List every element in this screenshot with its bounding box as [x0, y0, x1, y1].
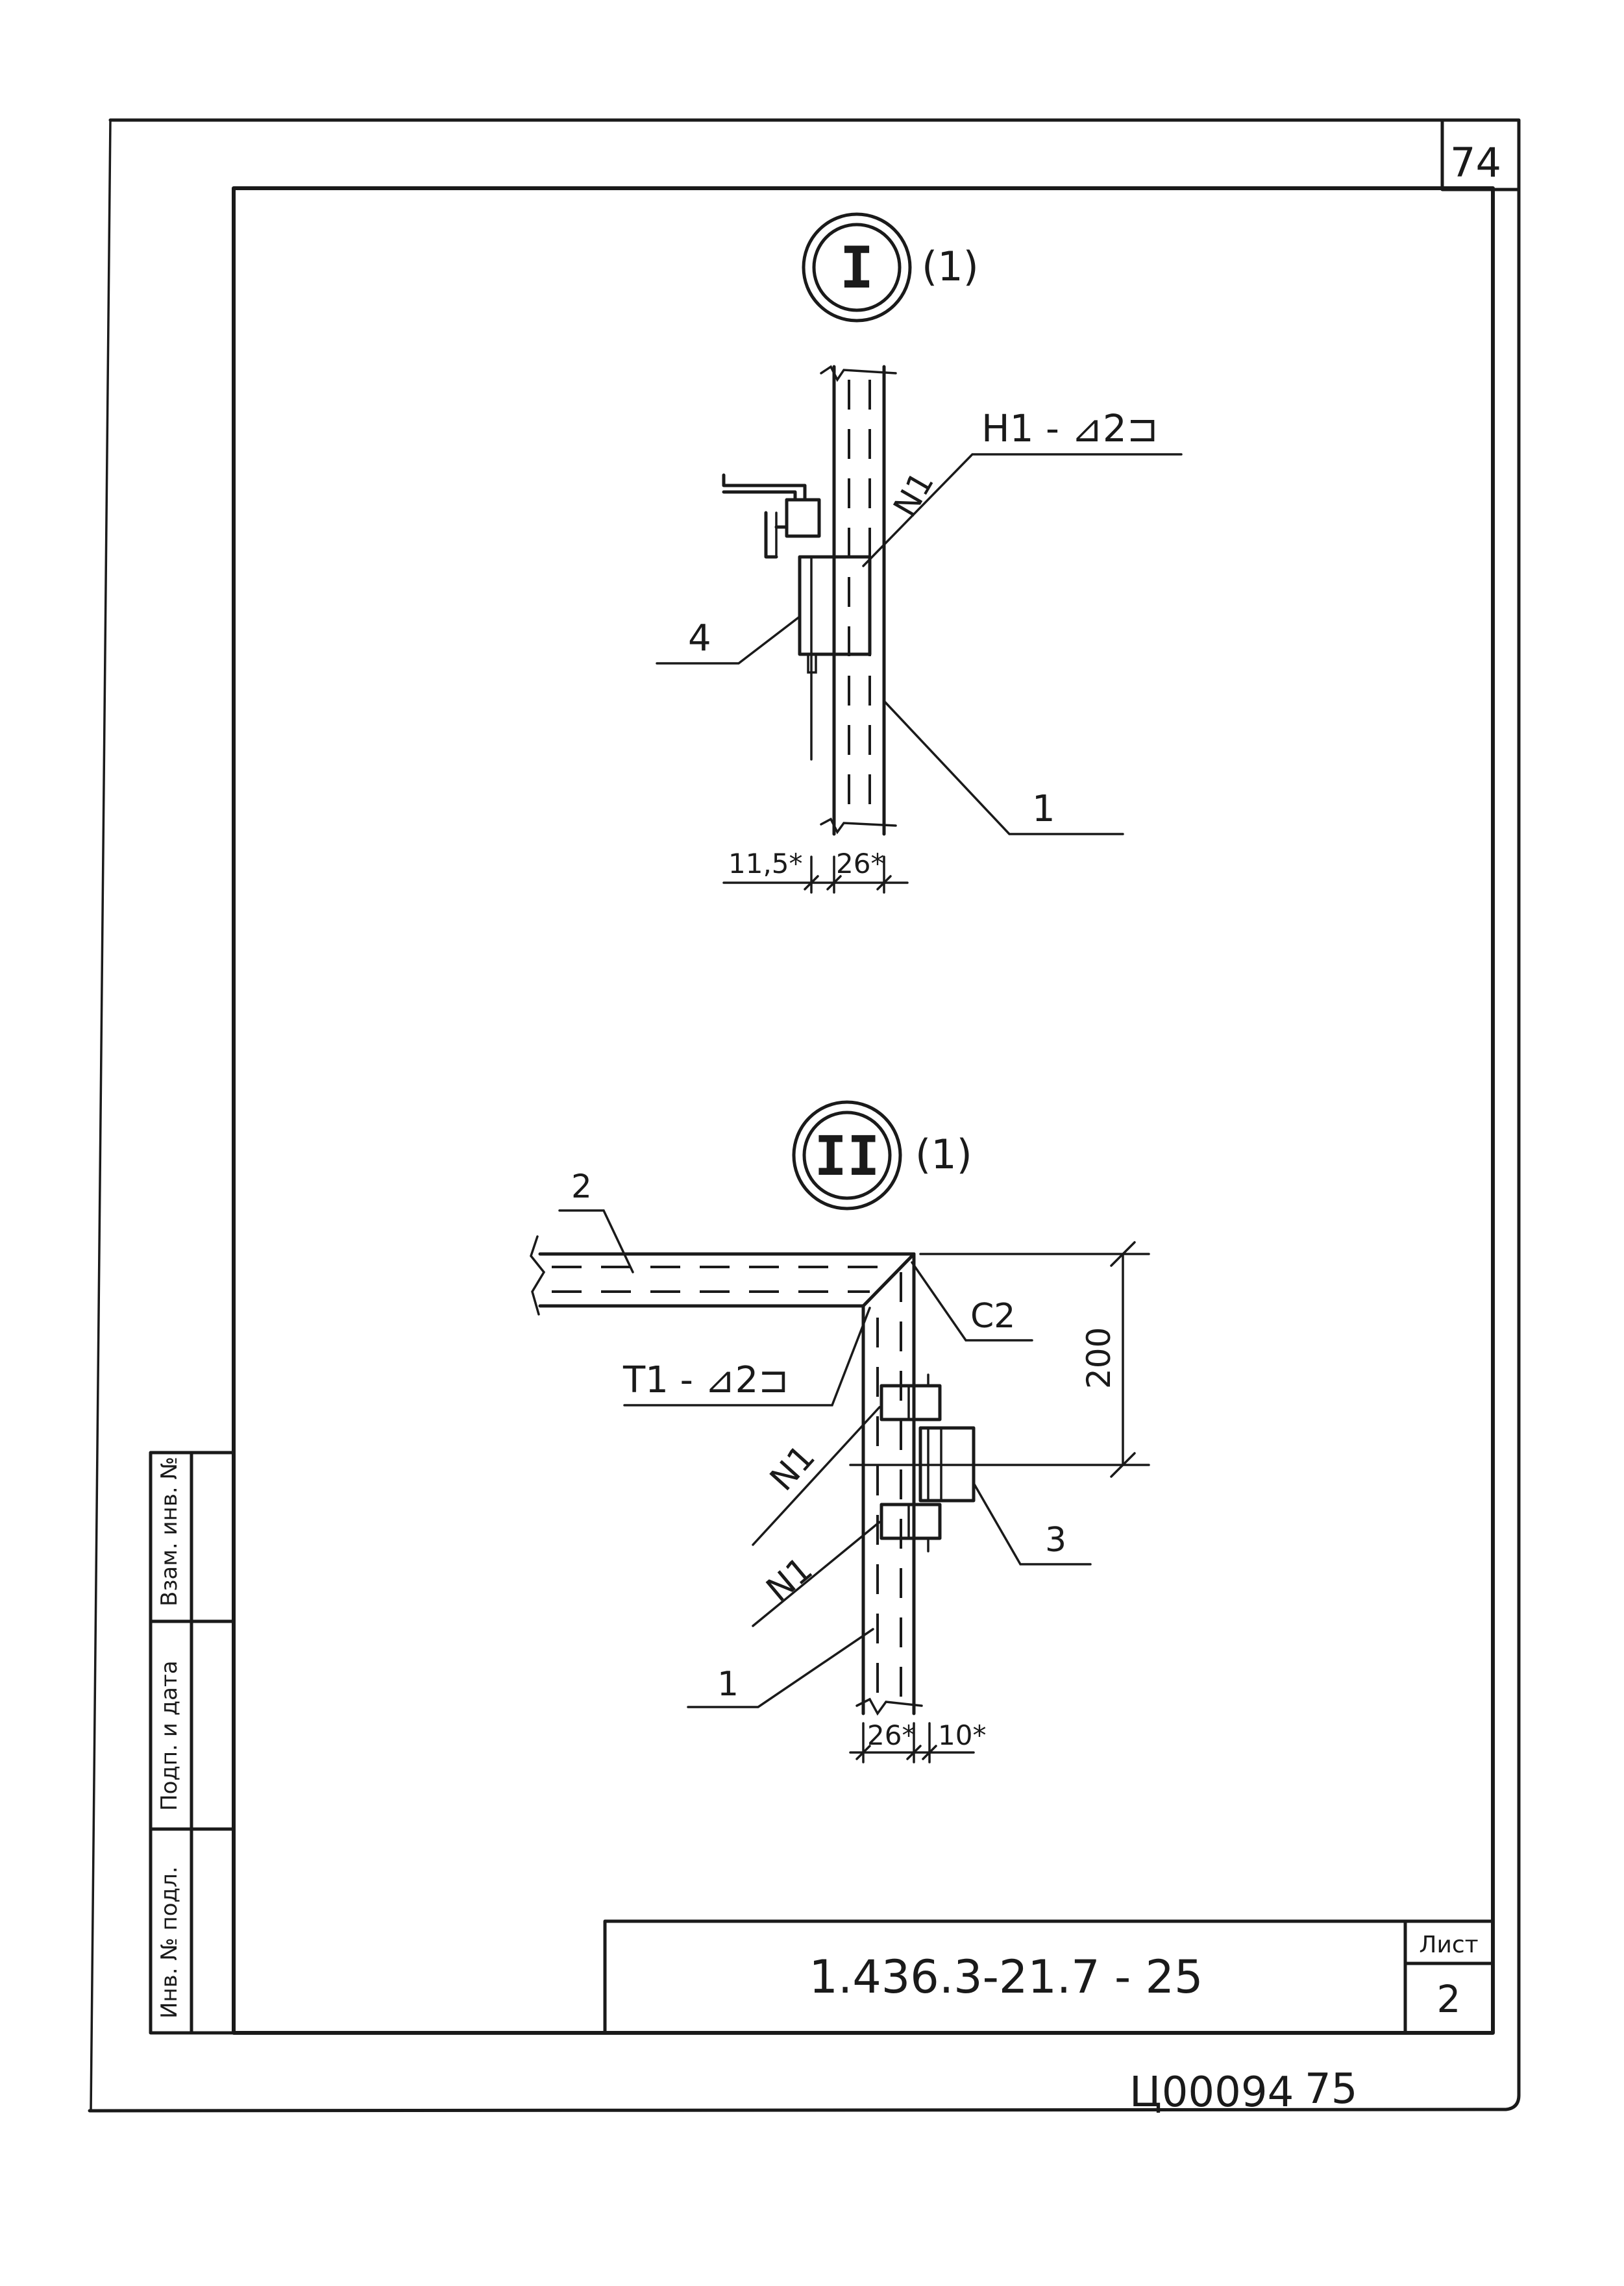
detail-1-weld-callout: Н1 - ⊿2⊐ N1	[862, 406, 1183, 567]
detail-2-weld-n-top-label: N1	[763, 1438, 823, 1499]
detail-1-marker-numeral: I	[840, 234, 874, 301]
detail-2-marker-numeral: II	[814, 1124, 880, 1188]
detail-1-ref: (1)	[922, 243, 979, 290]
detail-2-pos-1: 1	[687, 1628, 874, 1708]
detail-2-pos-2-label: 2	[571, 1168, 592, 1205]
detail-1-pos-4: 4	[656, 615, 801, 665]
detail-1-pos-1-label: 1	[1032, 788, 1055, 830]
detail-2-pos-3: 3	[972, 1482, 1092, 1566]
detail-1-dim-b: 26*	[836, 848, 884, 879]
detail-1: I (1) Н1 - ⊿2⊐ N1	[656, 212, 1183, 894]
detail-2-weld-t: Т1 - ⊿2⊐	[622, 1307, 871, 1407]
detail-2-pos-2: 2	[558, 1168, 634, 1273]
detail-1-dim-a: 11,5*	[728, 848, 803, 879]
detail-2-weld-c-label: C2	[970, 1297, 1015, 1336]
outer-border	[88, 118, 1521, 2113]
detail-1-bracket	[722, 473, 872, 761]
detail-2-column	[855, 1252, 923, 1716]
detail-2-beam	[530, 1235, 916, 1316]
detail-2-dimensions: 26* 10*	[849, 1719, 986, 1764]
detail-1-pos-1: 1	[883, 700, 1124, 835]
detail-2-dim-200: 200	[849, 1241, 1150, 1478]
detail-1-column	[820, 365, 897, 836]
sheet-label: Лист	[1419, 1932, 1478, 1958]
side-stamp-cell-2: Подп. и дата	[156, 1660, 182, 1811]
detail-2-weld-n-bottom-label: N1	[759, 1550, 820, 1610]
detail-2: II (1) C2 Т1 - ⊿2⊐ 2	[530, 1100, 1150, 1764]
designation: 1.436.3-21.7 - 25	[809, 1950, 1203, 2004]
detail-2-dim-a: 26*	[867, 1719, 915, 1751]
page-number: 75	[1305, 2065, 1357, 2113]
detail-1-pos-4-label: 4	[688, 617, 711, 659]
detail-2-dim-b: 10*	[938, 1719, 986, 1751]
detail-2-pos-3-label: 3	[1045, 1521, 1066, 1560]
detail-2-weld-n-bottom: N1	[752, 1521, 881, 1627]
sheet-number: 2	[1437, 1977, 1461, 2021]
detail-2-pos-1-label: 1	[717, 1665, 739, 1704]
detail-2-weld-n-top: N1	[752, 1406, 881, 1546]
archive-code: Ц00094	[1129, 2069, 1294, 2117]
corner-number-box: 74	[1440, 118, 1521, 191]
detail-1-dimensions: 11,5* 26*	[722, 848, 909, 894]
detail-2-ref: (1)	[915, 1131, 972, 1178]
detail-2-weld-c: C2	[911, 1261, 1033, 1342]
detail-2-weld-t-label: Т1 - ⊿2⊐	[622, 1359, 789, 1401]
side-stamp: Инв. № подл. Подп. и дата Взам. инв. №	[149, 1451, 236, 2035]
detail-1-weld-label: Н1 - ⊿2⊐	[981, 406, 1158, 450]
side-stamp-cell-1: Инв. № подл.	[156, 1866, 182, 2019]
corner-number: 74	[1450, 139, 1501, 186]
detail-2-dim-200-label: 200	[1080, 1327, 1118, 1389]
title-block: 1.436.3-21.7 - 25 Лист 2	[603, 1919, 1495, 2035]
detail-1-marker: I (1)	[802, 212, 979, 323]
detail-2-marker: II (1)	[792, 1100, 972, 1211]
detail-2-plates	[880, 1373, 976, 1553]
detail-1-weld-n: N1	[886, 465, 941, 523]
side-stamp-cell-3: Взам. инв. №	[156, 1456, 182, 1606]
